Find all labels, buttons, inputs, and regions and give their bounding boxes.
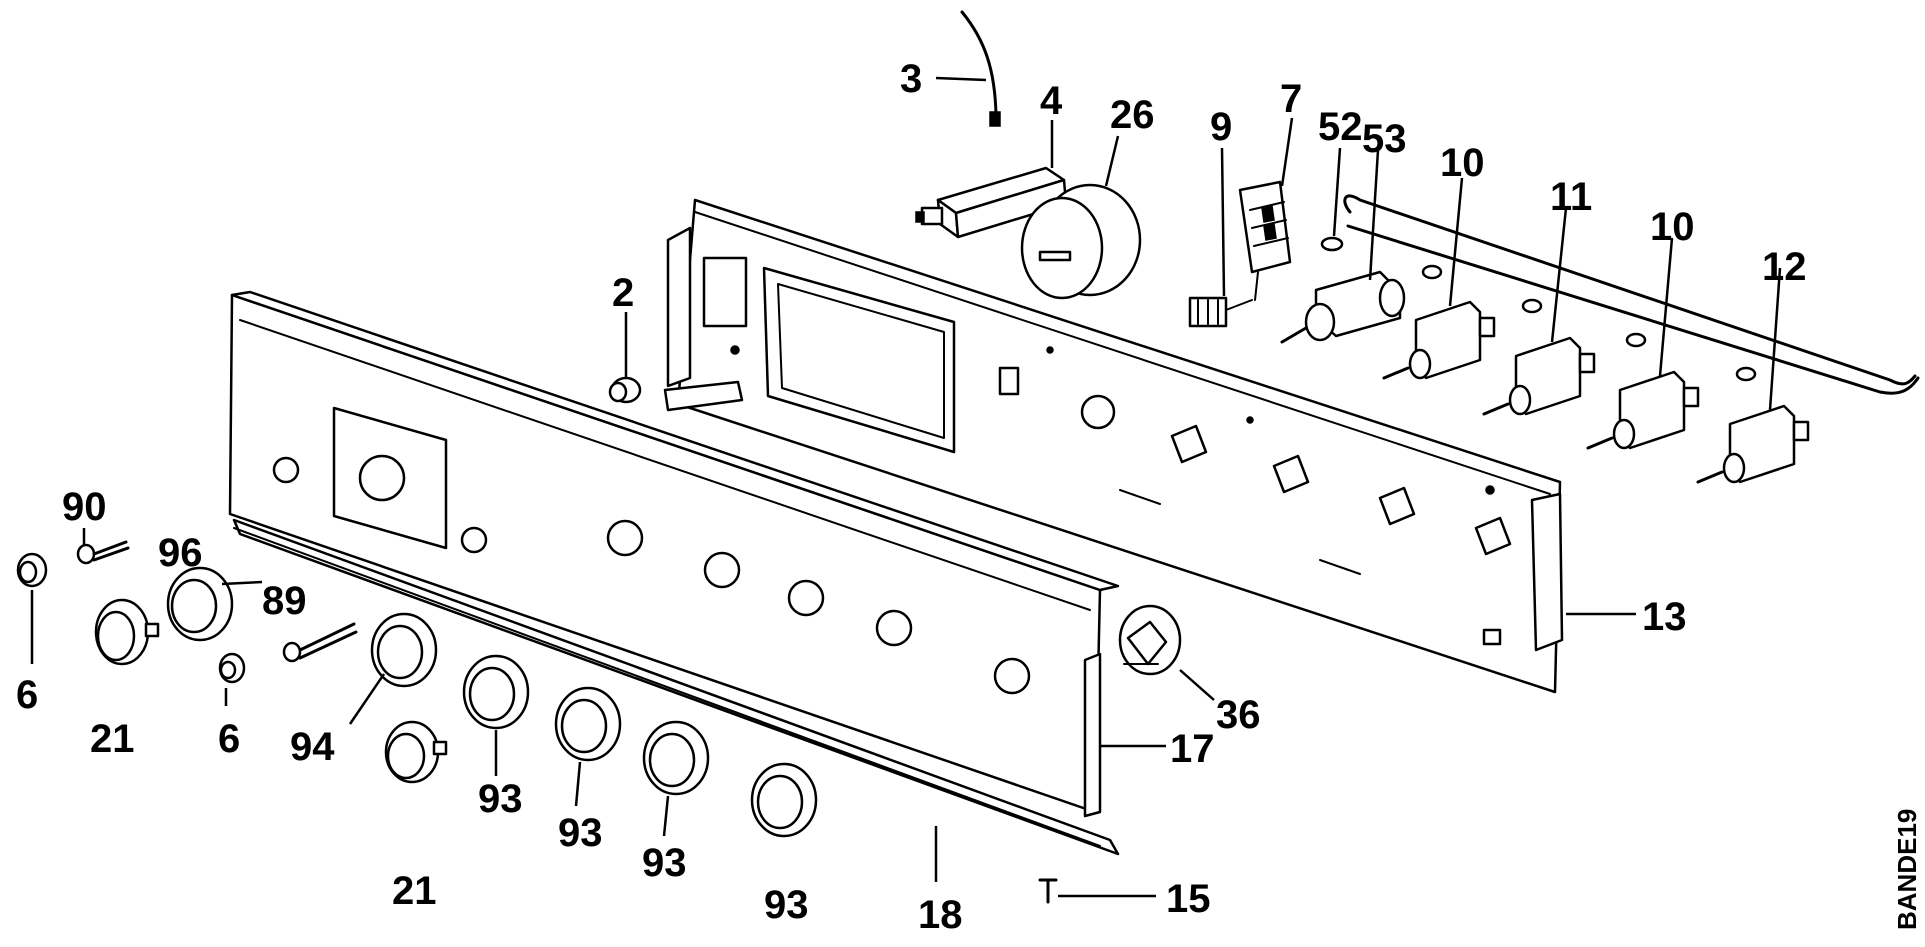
callout-94: 94 bbox=[290, 725, 335, 769]
gas-tube bbox=[1343, 194, 1920, 395]
callout-96: 96 bbox=[158, 531, 203, 575]
callout-4: 4 bbox=[1040, 79, 1063, 123]
callout-18: 18 bbox=[918, 893, 963, 937]
part-7-terminal-block bbox=[1238, 180, 1292, 301]
callout-6-b: 6 bbox=[218, 717, 240, 761]
part-6-nut-a bbox=[16, 552, 48, 588]
callout-17: 17 bbox=[1170, 727, 1215, 771]
callout-26: 26 bbox=[1110, 93, 1155, 137]
callout-36: 36 bbox=[1216, 693, 1261, 737]
callouts: 3 4 26 9 7 52 53 10 11 10 12 2 13 36 17 … bbox=[16, 57, 1807, 937]
part-96-ring bbox=[166, 566, 234, 642]
part-26-timer bbox=[1020, 183, 1142, 300]
part-17-front-panel bbox=[228, 290, 1120, 818]
part-11-gas-tap bbox=[1482, 298, 1596, 416]
part-53-thermostat bbox=[1280, 270, 1406, 344]
leader-lines bbox=[30, 76, 1782, 898]
part-6-nut-b bbox=[218, 652, 246, 684]
callout-93-b: 93 bbox=[558, 811, 603, 855]
callout-3: 3 bbox=[900, 57, 922, 101]
part-15-screw bbox=[1038, 878, 1058, 904]
part-21-knob-a bbox=[94, 598, 160, 666]
callout-6-a: 6 bbox=[16, 673, 38, 717]
part-52-grommet bbox=[1320, 236, 1344, 252]
callout-21-a: 21 bbox=[90, 717, 135, 761]
part-21-knob-b bbox=[384, 720, 448, 784]
part-12-gas-tap bbox=[1696, 366, 1810, 484]
callout-13: 13 bbox=[1642, 595, 1687, 639]
part-93-ring-a bbox=[462, 654, 530, 730]
part-93-ring-c bbox=[642, 720, 710, 796]
part-2-small-knob bbox=[608, 376, 642, 404]
part-93-ring-d bbox=[750, 762, 818, 838]
part-36-bezel bbox=[1118, 604, 1182, 676]
callout-11: 11 bbox=[1550, 175, 1592, 219]
part-93-ring-b bbox=[554, 686, 622, 762]
callout-53: 53 bbox=[1362, 117, 1407, 161]
part-94-ring bbox=[370, 612, 438, 688]
callout-52: 52 bbox=[1318, 105, 1363, 149]
callout-21-b: 21 bbox=[392, 869, 437, 913]
callout-90: 90 bbox=[62, 485, 107, 529]
callout-7: 7 bbox=[1280, 77, 1302, 121]
drawing-code: BANDE19 bbox=[1892, 809, 1922, 930]
part-3-cable bbox=[960, 10, 1001, 127]
callout-9: 9 bbox=[1210, 105, 1232, 149]
part-10-gas-tap-a bbox=[1382, 264, 1496, 380]
callout-15: 15 bbox=[1166, 877, 1211, 921]
part-18-trim-strip bbox=[232, 518, 1120, 856]
callout-93-c: 93 bbox=[642, 841, 687, 885]
callout-10-b: 10 bbox=[1650, 205, 1695, 249]
callout-2: 2 bbox=[612, 271, 634, 315]
part-89-screw bbox=[282, 622, 358, 663]
callout-93-d: 93 bbox=[764, 883, 809, 927]
callout-10-a: 10 bbox=[1440, 141, 1485, 185]
part-10-gas-tap-b bbox=[1586, 332, 1700, 450]
part-13-mounting-panel bbox=[663, 198, 1564, 694]
callout-93-a: 93 bbox=[478, 777, 523, 821]
part-90-screw bbox=[76, 540, 130, 565]
callout-12: 12 bbox=[1762, 245, 1807, 289]
part-9-connector bbox=[1188, 296, 1253, 328]
callout-89: 89 bbox=[262, 579, 307, 623]
